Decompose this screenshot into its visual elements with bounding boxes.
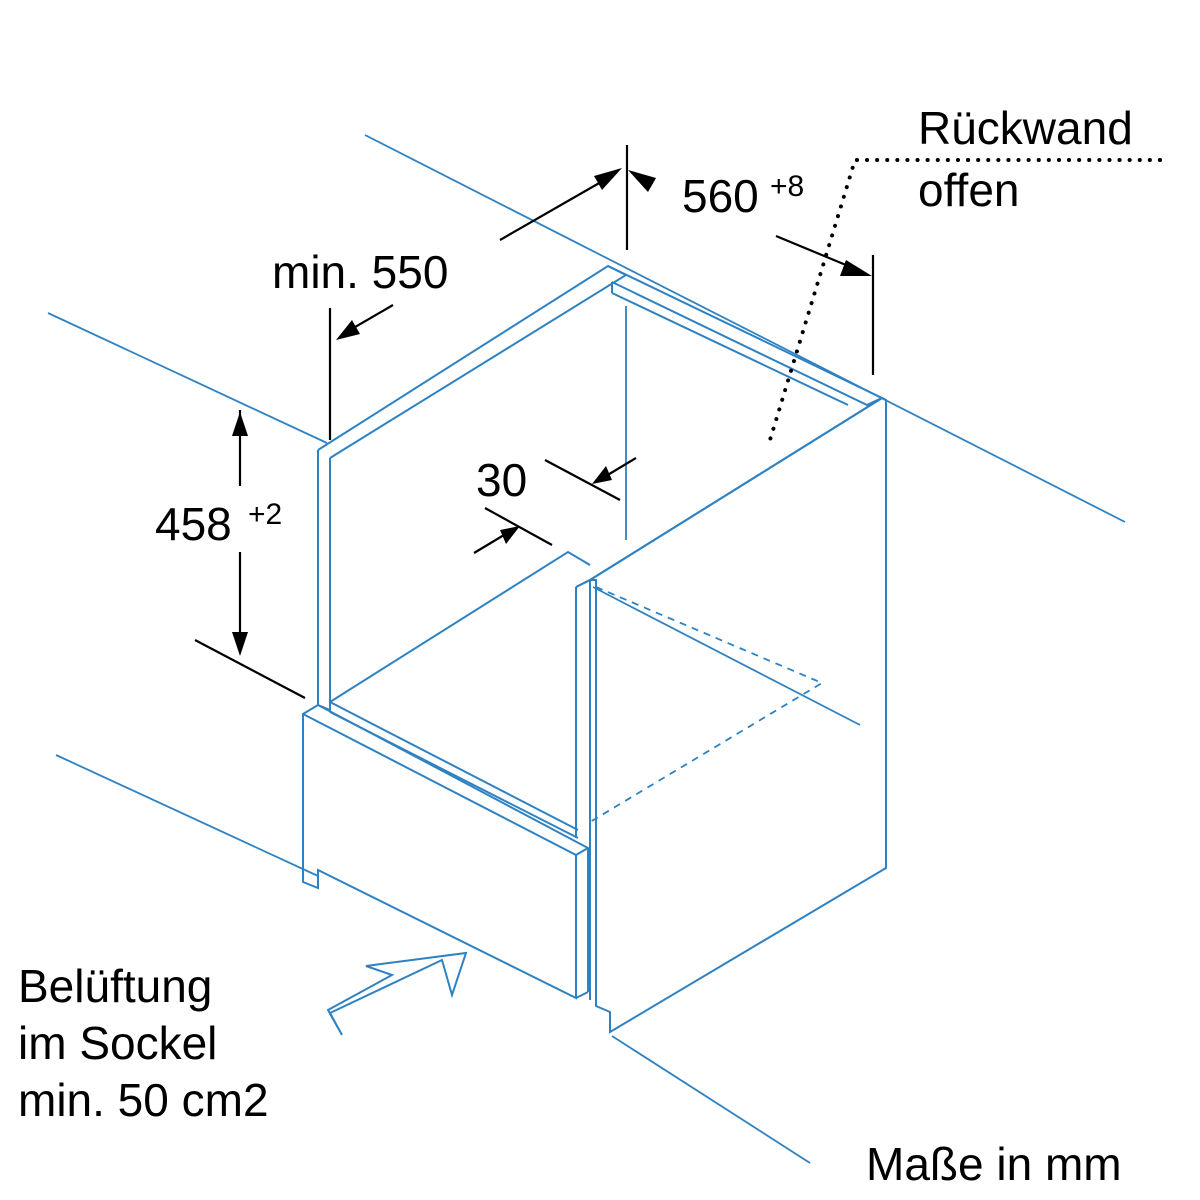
gap-arrow-line-bottom [473,534,505,554]
height-label: 458 [155,498,232,550]
height-ext-bottom [194,639,306,699]
ventilation-label-line2: im Sockel [18,1017,217,1069]
depth-arrow-line-top [499,177,609,241]
right-panel-front-edge [575,578,591,1000]
floor-line-left [55,754,319,877]
wall-line-top-left [47,312,328,444]
top-rail-back-inner [611,292,849,406]
width-arrowhead-left [628,170,656,192]
plinth-top-edge [302,713,577,856]
left-panel [317,450,331,712]
height-arrowhead-top [232,412,248,436]
width-arrow-line-right [775,234,859,272]
cabinet-niche [302,264,887,1034]
height-tolerance: +2 [248,498,282,531]
dimension-gap: 30 [473,454,637,554]
width-tolerance: +8 [770,170,804,203]
depth-arrow-line-bottom [349,304,394,331]
niche-floor-front [329,701,579,831]
rear-wall-label-line1: Rückwand [918,102,1133,154]
dimension-depth: min. 550 [272,168,622,440]
depth-arrowhead-bottom [336,320,360,340]
width-label: 560 [682,170,759,222]
wall-line-top-right [364,134,1126,523]
gap-arrow-line-top [605,457,637,477]
top-rail-back [607,265,885,407]
plinth [302,703,591,1000]
depth-arrowhead-top [594,168,622,190]
depth-label: min. 550 [272,246,448,298]
ventilation-label-line3: min. 50 cm2 [18,1074,269,1126]
gap-arrowhead-top [592,466,612,484]
units-note: Maße in mm [866,1138,1122,1190]
gap-arrowhead-bottom [500,526,520,544]
dimension-height: 458 +2 [155,410,306,699]
rear-wall-leader [768,158,1162,442]
rear-wall-note: Rückwand offen [768,102,1162,442]
dashed-floor-guide [589,586,824,823]
dimension-width: 560 +8 [625,145,875,375]
gap-label: 30 [476,454,527,506]
floor-line-right [611,1035,811,1164]
plinth-right-cap [575,991,589,999]
width-arrowhead-right [840,260,872,276]
rear-floor-line [592,586,861,726]
ventilation-label-line1: Belüftung [18,960,212,1012]
wall-guide-lines [47,134,1126,1164]
ventilation-note: Belüftung im Sockel min. 50 cm2 [18,951,468,1126]
right-side-panel [586,396,887,1034]
niche-floor [329,550,591,703]
ventilation-arrow [326,951,468,1036]
height-arrowhead-bottom [232,632,248,656]
gap-ext-top [544,459,621,501]
rear-wall-label-line2: offen [918,164,1019,216]
